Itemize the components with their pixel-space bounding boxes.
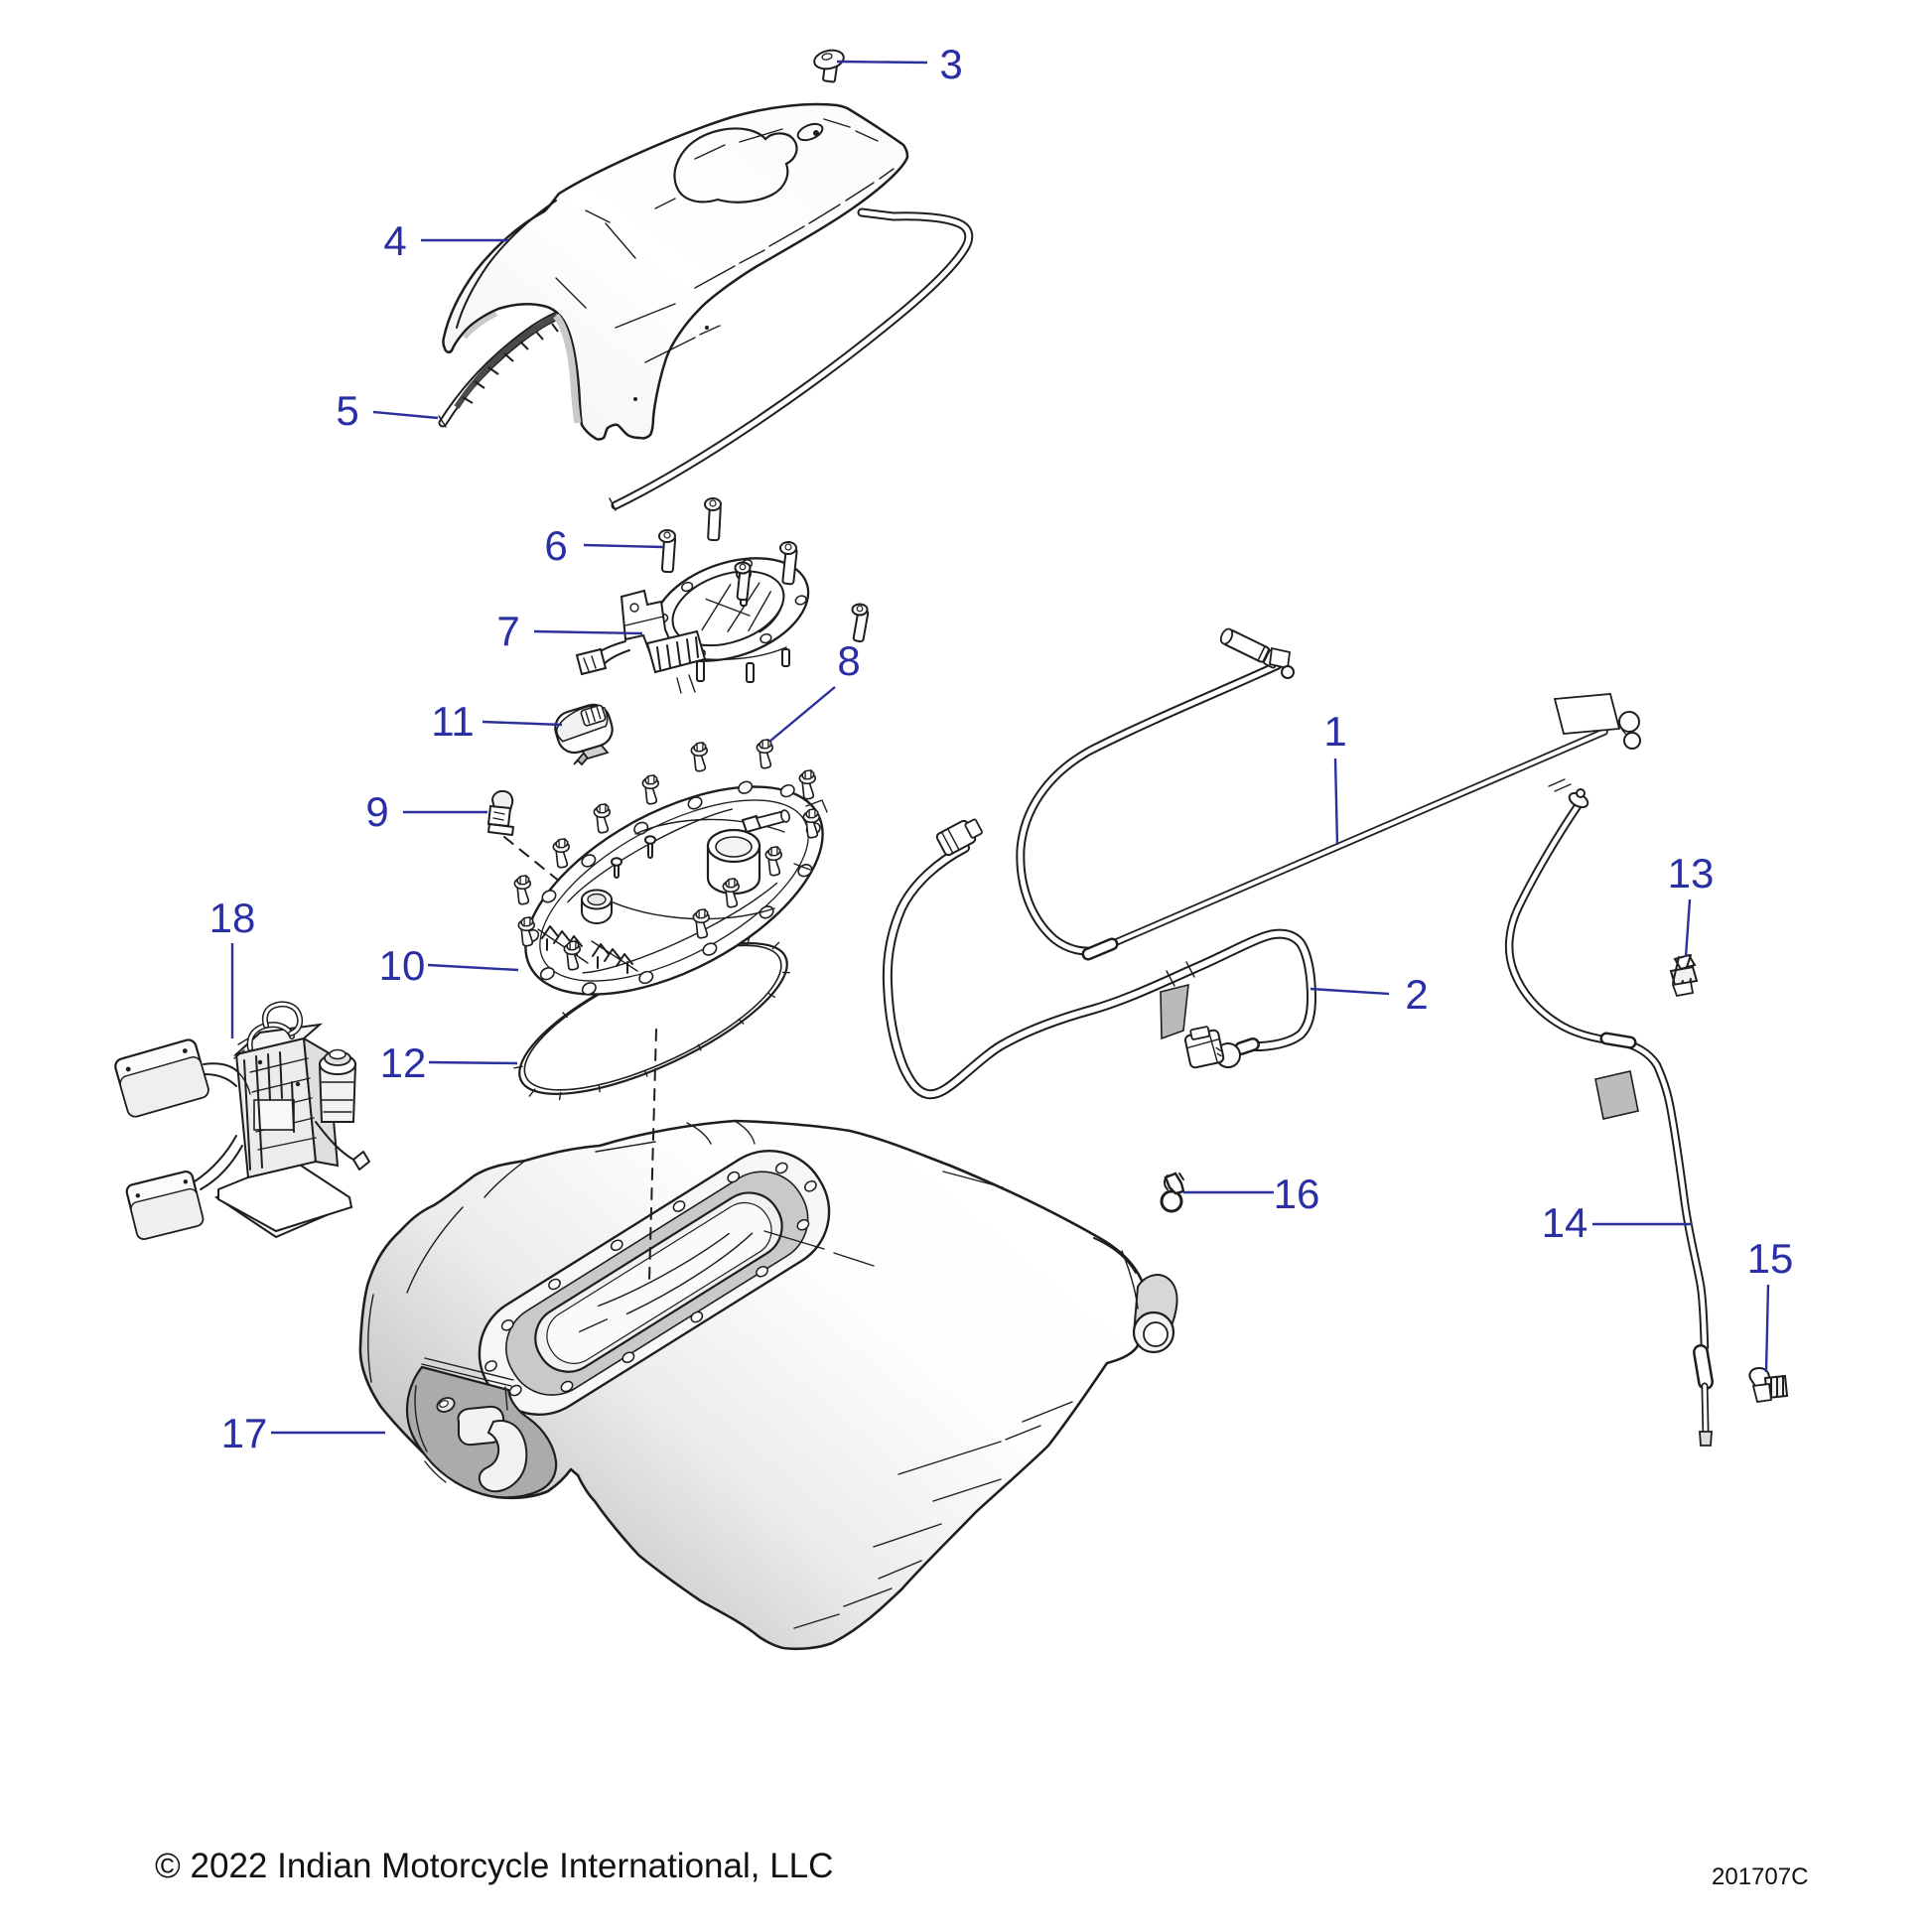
svg-text:3: 3 [939,41,962,87]
svg-text:18: 18 [209,895,256,941]
svg-text:6: 6 [544,522,567,569]
svg-text:9: 9 [365,788,388,835]
svg-text:11: 11 [431,698,475,745]
svg-text:10: 10 [379,942,426,989]
svg-text:7: 7 [496,608,519,654]
svg-text:4: 4 [383,217,406,264]
svg-text:5: 5 [336,387,358,434]
svg-text:17: 17 [221,1410,268,1456]
svg-text:14: 14 [1542,1199,1588,1246]
svg-text:8: 8 [837,637,860,684]
svg-text:201707C: 201707C [1712,1863,1808,1890]
svg-text:12: 12 [380,1039,427,1086]
svg-text:16: 16 [1274,1171,1320,1217]
svg-text:1: 1 [1323,708,1346,755]
svg-text:© 2022 Indian Motorcycle Inter: © 2022 Indian Motorcycle International, … [155,1847,833,1885]
svg-text:15: 15 [1747,1235,1794,1282]
svg-text:2: 2 [1405,971,1428,1018]
svg-text:13: 13 [1668,850,1715,897]
